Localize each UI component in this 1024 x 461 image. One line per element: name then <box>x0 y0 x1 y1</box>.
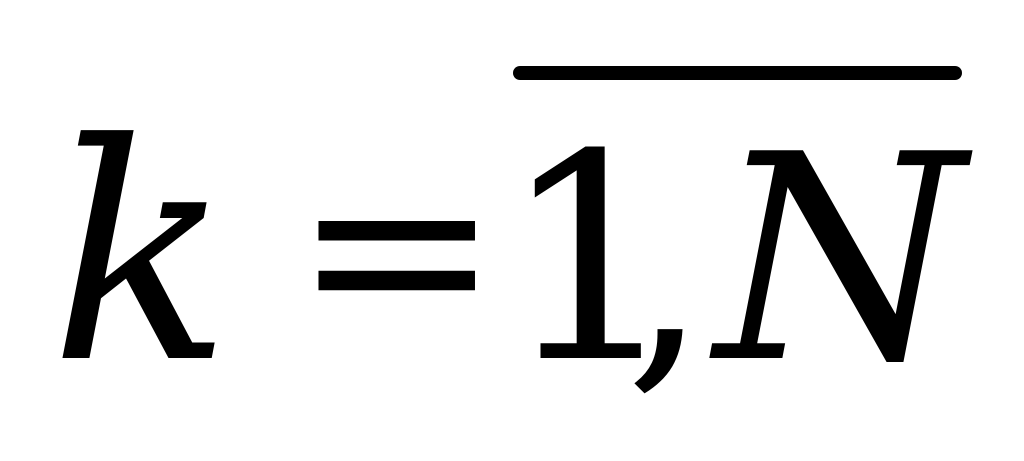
formula-variable: k <box>50 80 232 429</box>
range-end: N <box>706 94 973 426</box>
range-separator: , <box>625 118 708 420</box>
formula-equals: = <box>292 102 501 393</box>
range-start: 1 <box>500 94 681 426</box>
